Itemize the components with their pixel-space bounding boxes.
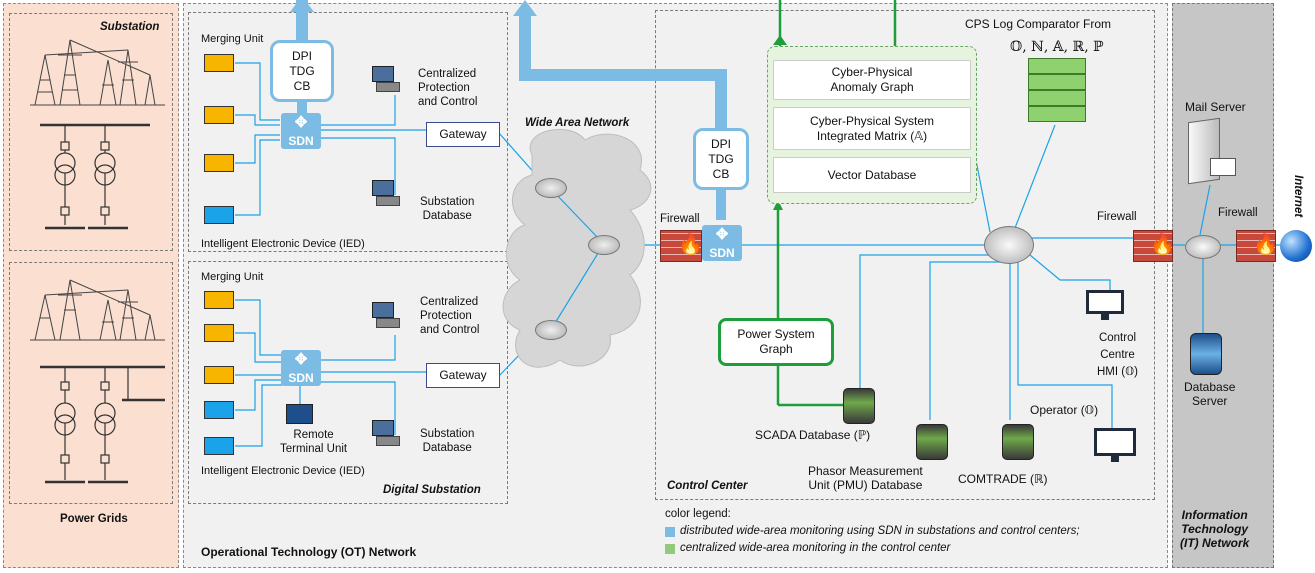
flame-icon: 🔥 (678, 234, 703, 256)
substation-top-frame (9, 13, 173, 251)
power-grids-region (3, 3, 179, 568)
monitor-icon (1094, 428, 1138, 466)
comtrade-db-icon (1002, 424, 1034, 460)
pmu-db-icon (916, 424, 948, 460)
rtu-box (286, 404, 313, 424)
power-grids-label: Power Grids (60, 513, 128, 525)
vector-database-box: Vector Database (773, 157, 971, 193)
firewall-label-cc: Firewall (660, 213, 700, 225)
legend-green-text: centralized wide-area monitoring in the … (680, 542, 951, 554)
wan-label: Wide Area Network (525, 117, 630, 129)
it-network-label: Information Technology (IT) Network (1180, 508, 1250, 550)
computer-icon (372, 66, 400, 92)
it-network-region (1172, 3, 1274, 568)
anomaly-graph-box: Cyber-Physical Anomaly Graph (773, 60, 971, 100)
merging-unit-5 (204, 324, 234, 342)
dpi-tdg-cb-cc: DPI TDG CB (693, 128, 749, 190)
substation-db-label-top: Substation Database (420, 196, 475, 222)
database-computer-icon (372, 180, 400, 206)
substation-bottom-frame (9, 262, 173, 504)
ied-bottom-2 (204, 437, 234, 455)
firewall-label-cc-right: Firewall (1097, 211, 1137, 223)
wan-cloud (502, 128, 652, 368)
computer-icon (372, 302, 400, 328)
router-icon (535, 178, 567, 198)
cps-log-comparator-label: CPS Log Comparator From (965, 17, 1112, 31)
cpc-label-top: Centralized Protection and Control (418, 68, 478, 108)
power-system-graph-box: Power System Graph (718, 318, 834, 366)
sdn-switch-cc[interactable]: ✥ SDN (702, 225, 742, 261)
integrated-matrix-box: Cyber-Physical System Integrated Matrix … (773, 107, 971, 150)
substation-pylons-bottom (30, 279, 165, 341)
arrows-icon: ✥ (294, 351, 308, 368)
globe-icon (1280, 230, 1312, 262)
digital-substation-label: Digital Substation (383, 484, 481, 496)
gateway-bottom[interactable]: Gateway (426, 363, 500, 388)
gateway-top[interactable]: Gateway (426, 122, 500, 147)
flame-icon: 🔥 (1253, 234, 1278, 256)
substation-pylons-top (30, 39, 165, 106)
firewall-icon: 🔥 (660, 230, 703, 262)
database-server-icon (1190, 333, 1222, 375)
merging-unit-6 (204, 366, 234, 384)
server-rack-icon (1028, 58, 1086, 128)
database-server-label: Database Server (1184, 380, 1236, 408)
firewall-icon: 🔥 (1236, 230, 1278, 262)
substation-db-label-bottom: Substation Database (420, 428, 475, 454)
it-router-icon (1185, 235, 1221, 259)
hmi-monitor-icon (1086, 290, 1126, 322)
legend-title: color legend: (665, 508, 731, 520)
ied-label-bottom: Intelligent Electronic Device (IED) (201, 465, 365, 477)
arrows-icon: ✥ (294, 114, 308, 131)
substation-title: Substation (100, 21, 160, 33)
dpi-label: DPI (291, 48, 312, 63)
sdn-switch-top[interactable]: ✥ SDN (281, 113, 321, 149)
ied-bottom-1 (204, 401, 234, 419)
merging-unit-label-top: Merging Unit (201, 33, 264, 45)
mail-server-label: Mail Server (1185, 100, 1246, 114)
router-icon (535, 320, 567, 340)
cb-label: CB (293, 78, 311, 93)
operator-label: Operator (𝕆) (1030, 403, 1099, 417)
merging-unit-3 (204, 154, 234, 172)
merging-unit-2 (204, 106, 234, 124)
scada-db-icon (843, 388, 875, 424)
dpi-tdg-cb-top: DPI TDG CB (270, 40, 334, 102)
flame-icon: 🔥 (1150, 234, 1175, 256)
sdn-label: SDN (709, 246, 735, 260)
firewall-icon: 🔥 (1133, 230, 1175, 262)
pmu-label: Phasor Measurement Unit (PMU) Database (808, 464, 923, 492)
database-computer-icon (372, 420, 400, 446)
merging-unit-label-bottom: Merging Unit (201, 271, 264, 283)
sdn-label: SDN (288, 134, 314, 148)
hmi-label: Control Centre HMI (𝕆) (1097, 332, 1138, 378)
sdn-switch-bottom[interactable]: ✥ SDN (281, 350, 321, 386)
sdn-label: SDN (288, 371, 314, 385)
router-icon (588, 235, 620, 255)
scada-label: SCADA Database (ℙ) (755, 428, 871, 442)
arrows-icon: ✥ (715, 226, 729, 243)
cpc-label-bottom: Centralized Protection and Control (420, 296, 480, 336)
merging-unit-4 (204, 291, 234, 309)
merging-unit-1 (204, 54, 234, 72)
internet-label: Internet (1292, 175, 1304, 218)
legend-blue-text: distributed wide-area monitoring using S… (680, 525, 1080, 537)
comtrade-label: COMTRADE (ℝ) (958, 472, 1048, 486)
rtu-label: Remote Terminal Unit (280, 429, 348, 455)
core-router-icon (984, 226, 1034, 264)
control-center-label: Control Center (667, 480, 748, 492)
mail-server-icon (1188, 117, 1236, 185)
legend-blue-swatch (665, 527, 675, 537)
ied-label-top: Intelligent Electronic Device (IED) (201, 238, 365, 250)
legend-green-swatch (665, 544, 675, 554)
tdg-label: TDG (289, 63, 315, 78)
ied-top (204, 206, 234, 224)
firewall-label-it: Firewall (1218, 207, 1258, 219)
ot-network-label: Operational Technology (OT) Network (201, 545, 417, 559)
cps-log-symbols: 𝕆, ℕ, 𝔸, ℝ, ℙ (1010, 39, 1104, 55)
